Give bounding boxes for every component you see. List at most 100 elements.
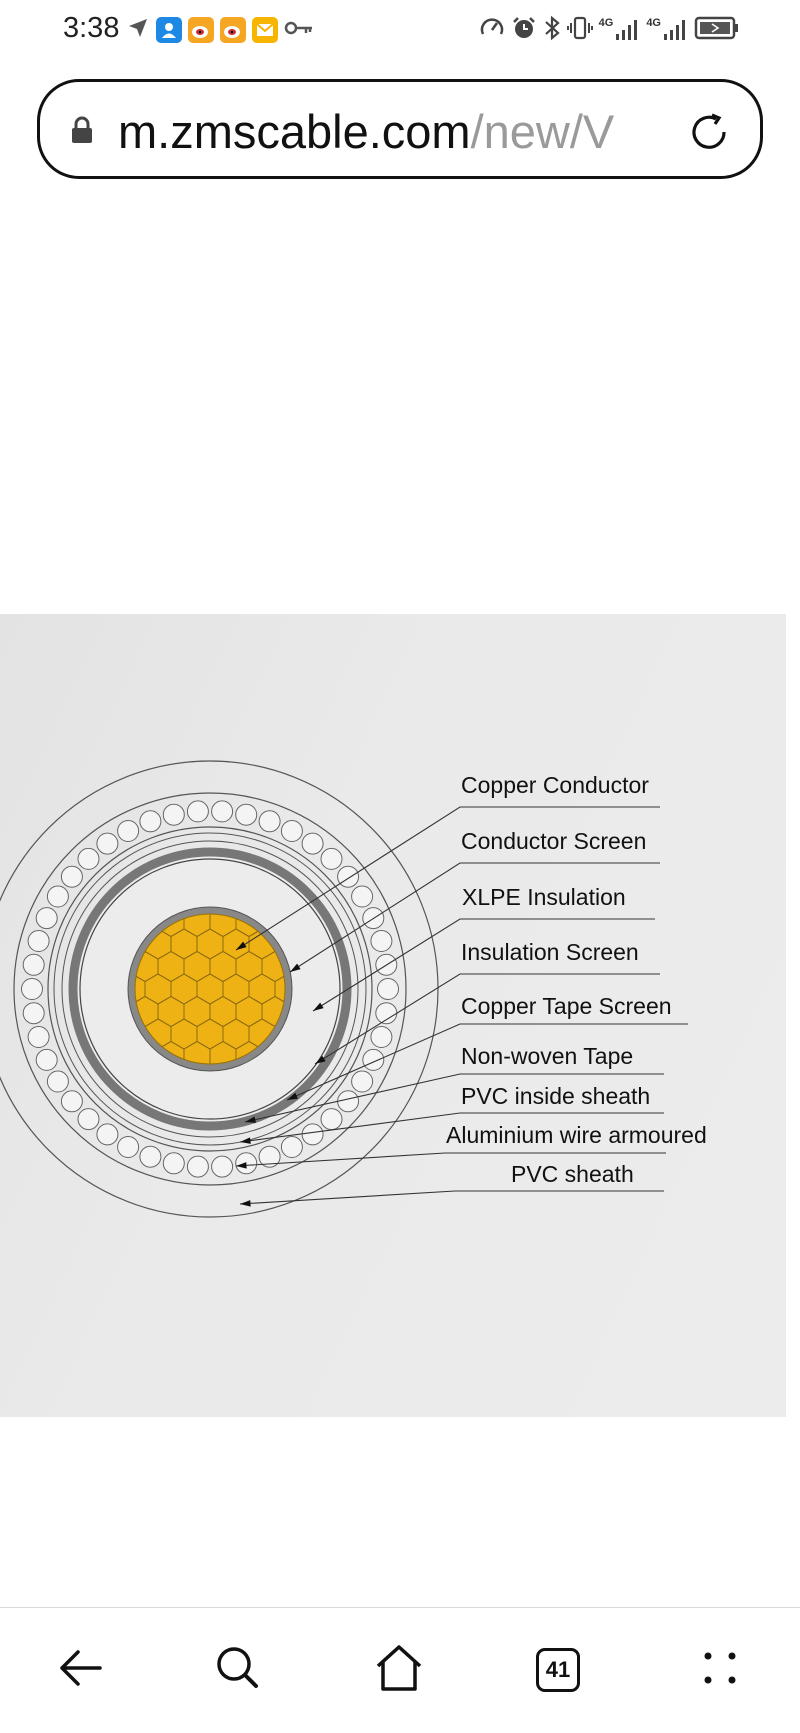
url-host: m.zmscable.com bbox=[118, 105, 471, 158]
armour-wire bbox=[22, 1002, 45, 1025]
leader-arrowhead bbox=[240, 1200, 251, 1207]
mail-icon bbox=[252, 17, 278, 43]
leader-line bbox=[235, 1152, 666, 1167]
speed-icon bbox=[479, 15, 505, 46]
notification-icons bbox=[126, 16, 314, 44]
weibo-icon bbox=[220, 17, 246, 43]
more-icon bbox=[700, 1648, 740, 1693]
armour-wire bbox=[21, 978, 43, 1000]
cable-cross-section-image: Copper Conductor Conductor Screen XLPE I… bbox=[0, 614, 786, 1417]
leader-line bbox=[286, 1023, 688, 1101]
key-icon bbox=[284, 19, 314, 42]
non-woven-tape-ring bbox=[53, 832, 367, 1146]
reload-icon[interactable] bbox=[686, 109, 732, 160]
leader-line bbox=[244, 1073, 664, 1123]
label-copper-conductor: Copper Conductor bbox=[461, 772, 649, 798]
armour-wire bbox=[186, 1155, 209, 1178]
armour-wire bbox=[96, 1123, 119, 1146]
cable-diagram bbox=[0, 760, 688, 1218]
armour-wire bbox=[27, 1026, 50, 1048]
leader-arrowhead bbox=[313, 1002, 324, 1011]
leader-line bbox=[239, 1112, 664, 1143]
signal-icon: 4G bbox=[646, 18, 688, 42]
armour-wire bbox=[139, 810, 162, 833]
url-text[interactable]: m.zmscable.com/new/V bbox=[118, 104, 700, 159]
leader-line bbox=[312, 918, 655, 1012]
search-icon bbox=[214, 1644, 262, 1697]
weibo-icon bbox=[188, 17, 214, 43]
armour-wire bbox=[375, 1002, 398, 1025]
armour-wire bbox=[117, 1136, 140, 1158]
armour-wire bbox=[351, 1070, 374, 1093]
armour-wire bbox=[22, 953, 45, 976]
status-bar: 3:38 bbox=[0, 0, 800, 62]
armour-wire bbox=[77, 1108, 100, 1131]
copper-conductor bbox=[134, 913, 286, 1065]
leader-line bbox=[235, 806, 660, 951]
back-button[interactable] bbox=[48, 1638, 112, 1702]
armour-wire bbox=[280, 1136, 303, 1158]
label-conductor-screen: Conductor Screen bbox=[461, 828, 647, 854]
armour-wire bbox=[320, 847, 343, 870]
armour-wire bbox=[351, 885, 374, 908]
leader-arrowhead bbox=[236, 1162, 247, 1169]
armour-wire bbox=[139, 1145, 162, 1168]
leader-arrowhead bbox=[287, 1092, 298, 1100]
leader-line bbox=[314, 973, 660, 1065]
armour-wire bbox=[27, 930, 50, 952]
home-button[interactable] bbox=[367, 1638, 431, 1702]
leader-arrowhead bbox=[290, 963, 301, 972]
armour-wire bbox=[162, 803, 185, 826]
back-arrow-icon bbox=[56, 1646, 104, 1695]
signal-icon: 4G bbox=[599, 18, 641, 42]
armour-wire bbox=[46, 885, 69, 908]
more-button[interactable] bbox=[688, 1638, 752, 1702]
armour-wire bbox=[301, 1123, 324, 1146]
copper-tape-ring bbox=[61, 840, 359, 1138]
armour-wire bbox=[211, 1155, 234, 1178]
leader-arrowhead bbox=[236, 941, 247, 950]
home-icon bbox=[374, 1644, 424, 1697]
armour-wire bbox=[35, 1048, 58, 1071]
lock-icon bbox=[70, 115, 94, 150]
bluetooth-icon bbox=[543, 15, 561, 46]
label-non-woven-tape: Non-woven Tape bbox=[461, 1043, 634, 1069]
tabs-button[interactable]: 41 bbox=[526, 1638, 590, 1702]
label-xlpe-insulation: XLPE Insulation bbox=[462, 884, 626, 910]
location-arrow-icon bbox=[126, 16, 150, 45]
label-copper-tape-screen: Copper Tape Screen bbox=[461, 993, 672, 1019]
inner-sheath-ring bbox=[47, 826, 373, 1152]
armour-wire bbox=[280, 820, 303, 842]
armour-wire bbox=[60, 1090, 83, 1113]
armour-wire bbox=[46, 1070, 69, 1093]
contacts-app-icon bbox=[156, 17, 182, 43]
armour-wire bbox=[258, 810, 281, 833]
tab-count: 41 bbox=[545, 1657, 571, 1682]
armour-wire bbox=[362, 1048, 385, 1071]
leader-line bbox=[289, 862, 660, 973]
label-aluminium-wire-armoured: Aluminium wire armoured bbox=[446, 1122, 707, 1148]
armour-wire bbox=[258, 1145, 281, 1168]
search-button[interactable] bbox=[206, 1638, 270, 1702]
address-bar[interactable]: m.zmscable.com/new/V bbox=[37, 79, 763, 179]
xlpe-insulation-edge bbox=[79, 858, 341, 1120]
system-icons: 4G 4G bbox=[479, 14, 740, 46]
armour-wire bbox=[35, 907, 58, 930]
tabs-icon: 41 bbox=[536, 1648, 580, 1692]
status-time: 3:38 bbox=[63, 12, 120, 44]
armour-wire bbox=[117, 820, 140, 842]
leader-arrowhead bbox=[240, 1137, 251, 1144]
pvc-sheath-outer-ring bbox=[0, 760, 439, 1218]
leader-arrowhead bbox=[245, 1116, 256, 1123]
label-insulation-screen: Insulation Screen bbox=[461, 939, 639, 965]
leader-line bbox=[239, 1190, 664, 1205]
armour-wire bbox=[370, 1026, 393, 1048]
armour-wire bbox=[320, 1108, 343, 1131]
armour-wire bbox=[96, 832, 119, 855]
armour-wire bbox=[377, 978, 399, 1000]
armour-wire bbox=[77, 847, 100, 870]
battery-icon bbox=[694, 15, 740, 46]
conductor-strand bbox=[274, 973, 285, 1005]
armour-wire bbox=[337, 865, 360, 888]
url-path: /new/V bbox=[470, 105, 615, 158]
